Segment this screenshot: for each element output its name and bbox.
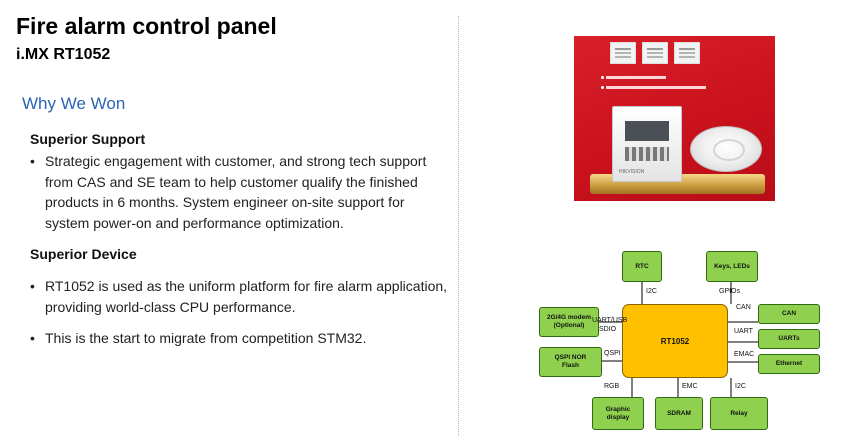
certificate-card — [642, 42, 668, 64]
graphic-display-block: Graphic display — [592, 397, 644, 430]
ethernet-block: Ethernet — [758, 354, 820, 374]
slide-subtitle: i.MX RT1052 — [16, 46, 111, 63]
certificate-card — [674, 42, 700, 64]
section-title: Why We Won — [22, 94, 126, 113]
bullet-dot: • — [30, 330, 35, 346]
i2c-bottom-label: I2C — [735, 383, 746, 390]
can-label: CAN — [736, 304, 751, 311]
device-bullet-2: • This is the start to migrate from comp… — [30, 328, 450, 349]
qspi-label: QSPI — [604, 350, 621, 357]
certificate-card — [610, 42, 636, 64]
support-bullet-text: Strategic engagement with customer, and … — [45, 153, 427, 231]
rgb-label: RGB — [604, 383, 620, 390]
device-bullet-text: This is the start to migrate from compet… — [45, 330, 367, 346]
device-heading: Superior Device — [30, 246, 137, 262]
photo-caption-line — [606, 86, 706, 89]
bullet-dot: • — [30, 153, 35, 169]
uarts-block: UARTs — [758, 329, 820, 349]
bullet-dot: • — [30, 278, 35, 294]
sdram-block: SDRAM — [655, 397, 703, 430]
fire-alarm-panel-device: HIKVISION — [612, 106, 682, 182]
rt1052-core-block: RT1052 — [622, 304, 728, 378]
device-screen — [625, 121, 669, 141]
device-bullet-text: RT1052 is used as the uniform platform f… — [45, 278, 448, 315]
support-bullet: • Strategic engagement with customer, an… — [30, 151, 450, 233]
can-block: CAN — [758, 304, 820, 324]
emc-label: EMC — [682, 383, 698, 390]
qspi-flash-block: QSPI NOR Flash — [539, 347, 602, 377]
sdio-label: SDIO — [599, 326, 617, 333]
block-diagram: RTC Keys, LEDs 2G/4G modem (Optional) QS… — [536, 244, 836, 436]
rtc-block: RTC — [622, 251, 662, 282]
device-brand: HIKVISION — [619, 169, 645, 175]
product-photo: HIKVISION — [574, 36, 775, 201]
modem-block: 2G/4G modem (Optional) — [539, 307, 599, 337]
connection-lines — [599, 282, 758, 397]
uart-label: UART — [734, 328, 753, 335]
smoke-detector — [690, 126, 762, 172]
photo-caption-line — [606, 76, 666, 79]
i2c-top-label: I2C — [646, 288, 657, 295]
column-divider — [458, 16, 459, 436]
gpios-label: GPIOs — [719, 288, 741, 295]
emac-label: EMAC — [734, 351, 755, 358]
device-keypad — [625, 147, 669, 161]
slide-title: Fire alarm control panel — [16, 13, 277, 39]
support-heading: Superior Support — [30, 131, 146, 147]
relay-block: Relay — [710, 397, 768, 430]
uart-usb-label: UART/USB — [592, 317, 628, 324]
keys-leds-block: Keys, LEDs — [706, 251, 758, 282]
device-bullet-1: • RT1052 is used as the uniform platform… — [30, 276, 450, 317]
